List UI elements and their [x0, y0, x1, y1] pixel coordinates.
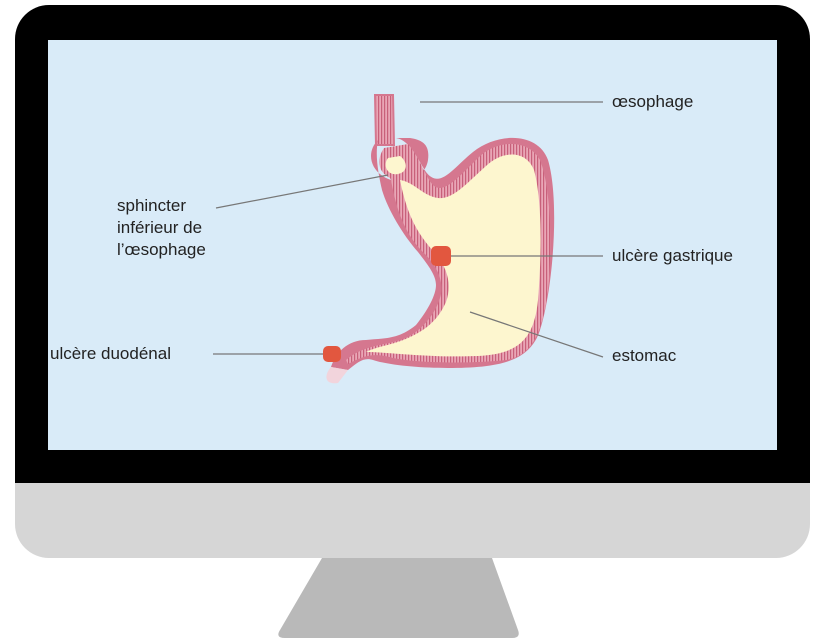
label-ulcere-duodenal: ulcère duodénal — [50, 343, 171, 365]
oesophagus — [375, 95, 394, 145]
label-estomac: estomac — [612, 345, 676, 367]
leader-line-sphincter — [216, 175, 388, 208]
monitor-screen: œsophage sphincter inférieur de l’œsopha… — [48, 40, 777, 450]
label-sphincter: sphincter inférieur de l’œsophage — [117, 195, 206, 261]
sphincter-pocket — [386, 156, 406, 174]
label-sphincter-line-3: l’œsophage — [117, 239, 206, 261]
label-oesophage: œsophage — [612, 91, 693, 113]
label-sphincter-line-2: inférieur de — [117, 217, 206, 239]
label-sphincter-line-1: sphincter — [117, 195, 206, 217]
gastric-ulcer — [431, 246, 451, 266]
monitor-chin — [15, 483, 810, 558]
duodenal-ulcer — [323, 346, 341, 362]
duodenum — [326, 367, 348, 383]
label-ulcere-gastrique: ulcère gastrique — [612, 245, 733, 267]
monitor: œsophage sphincter inférieur de l’œsopha… — [15, 5, 810, 558]
